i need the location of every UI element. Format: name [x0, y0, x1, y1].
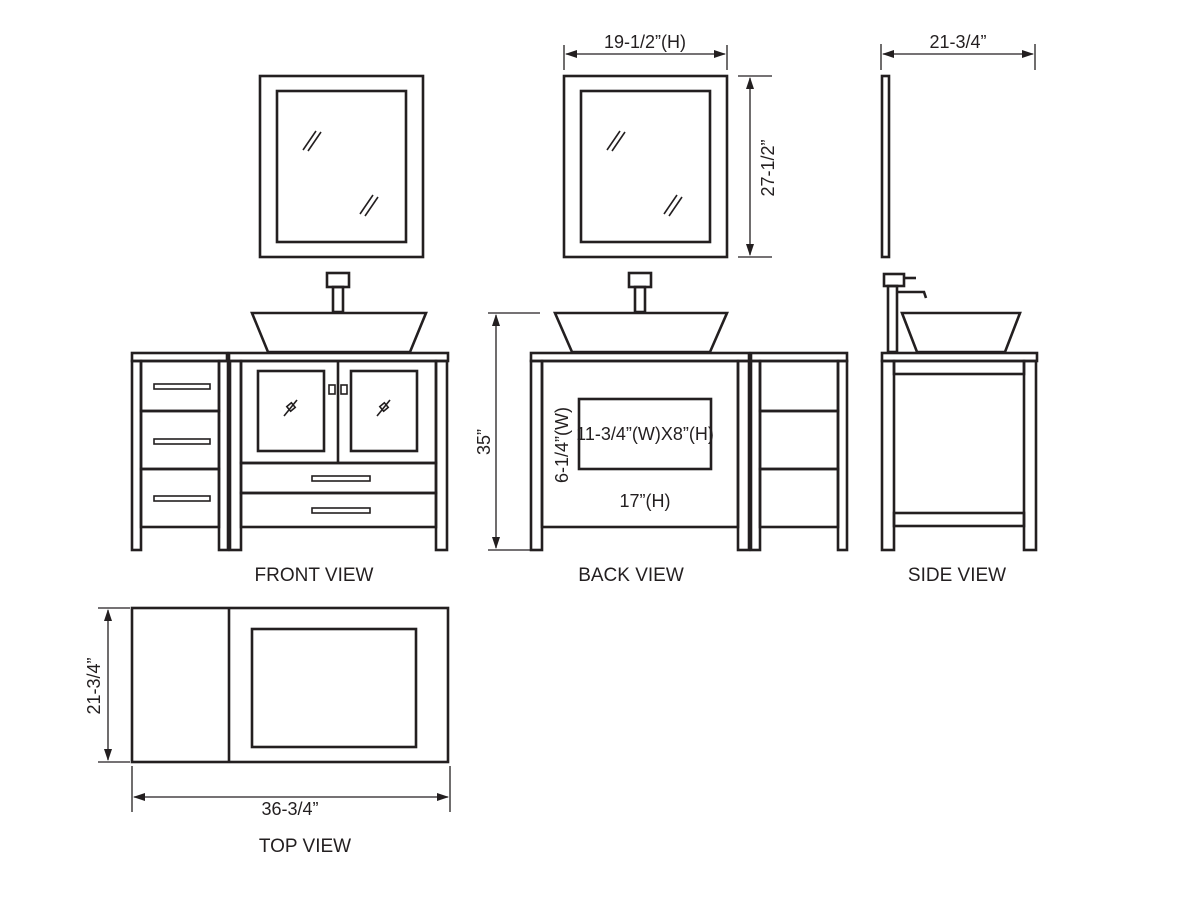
side-view: 21-3/4” SIDE VIEW	[880, 32, 1039, 586]
top-sink-outline	[250, 627, 418, 749]
vanity-height-dimension: 35”	[474, 312, 540, 551]
glass-reflection-icon	[302, 130, 379, 217]
back-view-label: BACK VIEW	[578, 565, 684, 586]
front-view: FRONT VIEW	[130, 74, 450, 586]
back-mirror	[562, 74, 729, 259]
top-depth-dimension: 21-3/4”	[84, 607, 130, 763]
top-view-label: TOP VIEW	[259, 836, 351, 857]
side-depth-dimension: 21-3/4”	[880, 32, 1036, 70]
top-width-text: 36-3/4”	[261, 799, 318, 819]
side-view-label: SIDE VIEW	[908, 565, 1006, 586]
top-view: 21-3/4” 36-3/4” TOP VIEW	[84, 606, 451, 857]
back-opening	[577, 397, 713, 471]
front-side-cabinet	[130, 359, 230, 552]
door-glass-icon	[283, 399, 391, 417]
side-vessel-sink	[900, 311, 1022, 354]
mirror-height-text: 27-1/2”	[758, 139, 778, 196]
front-mirror	[258, 74, 425, 259]
front-faucet	[325, 271, 351, 314]
back-view: 19-1/2”(H) 27-1/2” 35”	[474, 32, 849, 586]
back-main-cabinet: 11-3/4”(W)X8”(H) 6-1/4”(W) 17”(H)	[529, 359, 751, 552]
mirror-height-dimension: 27-1/2”	[738, 75, 778, 258]
side-mirror	[880, 74, 891, 259]
front-main-cabinet	[228, 359, 449, 552]
side-depth-text: 21-3/4”	[929, 32, 986, 52]
top-width-dimension: 36-3/4”	[131, 766, 451, 819]
front-view-label: FRONT VIEW	[255, 565, 374, 586]
vanity-height-text: 35”	[474, 429, 494, 455]
back-side-cabinet	[749, 359, 849, 552]
top-depth-text: 21-3/4”	[84, 657, 104, 714]
mirror-width-text: 19-1/2”(H)	[604, 32, 686, 52]
back-opening-bottom-text: 17”(H)	[619, 491, 670, 511]
back-opening-height-text: 6-1/4”(W)	[552, 407, 572, 483]
back-vessel-sink	[553, 311, 729, 354]
back-opening-text: 11-3/4”(W)X8”(H)	[576, 424, 714, 444]
mirror-width-dimension: 19-1/2”(H)	[563, 32, 728, 70]
front-vessel-sink	[250, 311, 428, 354]
